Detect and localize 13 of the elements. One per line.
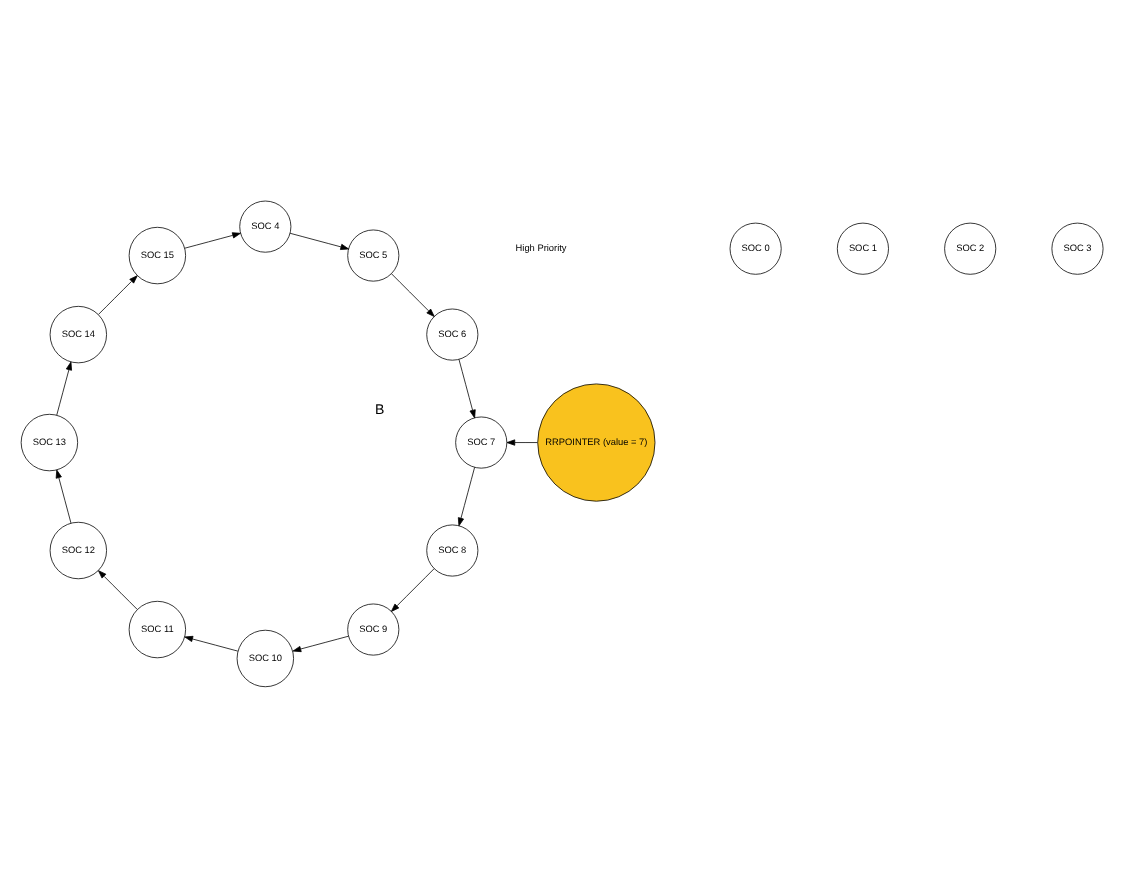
arrow [391,273,435,317]
arrow [184,635,239,652]
arrow [506,439,538,446]
arrow [390,568,435,612]
arrow [98,570,138,610]
arrow [292,635,349,653]
arrow [457,466,475,527]
arrow [98,275,138,315]
arrow [458,359,476,419]
arrow [184,232,241,249]
arrow [55,469,72,524]
arrow [56,361,72,416]
arrow [289,232,349,250]
